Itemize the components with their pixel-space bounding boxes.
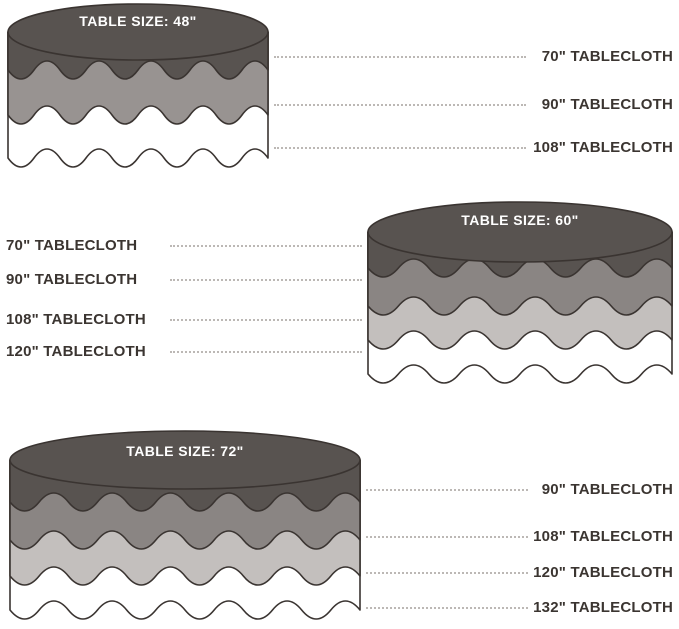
leader-line [170, 245, 362, 247]
leader-line [274, 56, 526, 58]
leader-line [274, 104, 526, 106]
cloth-label-72-132: 132" TABLECLOTH [533, 599, 673, 616]
table-size-title-72: TABLE SIZE: 72" [126, 443, 244, 459]
leader-line [366, 607, 528, 609]
leader-line [366, 489, 528, 491]
table-top [9, 430, 361, 490]
leader-line [366, 572, 528, 574]
leader-line [170, 279, 362, 281]
table-size-title-60: TABLE SIZE: 60" [461, 212, 579, 228]
table-top [7, 3, 269, 61]
table-illustration-3 [9, 430, 361, 620]
leader-line [170, 351, 362, 353]
cloth-label-60-90: 90" TABLECLOTH [6, 271, 138, 288]
cloth-label-60-120: 120" TABLECLOTH [6, 343, 146, 360]
cloth-label-60-108: 108" TABLECLOTH [6, 311, 146, 328]
leader-line [170, 319, 362, 321]
table-top [367, 201, 673, 263]
table-illustration-1 [7, 3, 269, 168]
cloth-label-72-108: 108" TABLECLOTH [533, 528, 673, 545]
cloth-label-60-70: 70" TABLECLOTH [6, 237, 138, 254]
table-illustration-2 [367, 201, 673, 384]
cloth-label-72-90: 90" TABLECLOTH [541, 481, 673, 498]
table-size-title-48: TABLE SIZE: 48" [79, 13, 197, 29]
cloth-label-48-108: 108" TABLECLOTH [533, 139, 673, 156]
cloth-label-48-70: 70" TABLECLOTH [541, 48, 673, 65]
leader-line [274, 147, 526, 149]
cloth-label-72-120: 120" TABLECLOTH [533, 564, 673, 581]
leader-line [366, 536, 528, 538]
cloth-label-48-90: 90" TABLECLOTH [541, 96, 673, 113]
